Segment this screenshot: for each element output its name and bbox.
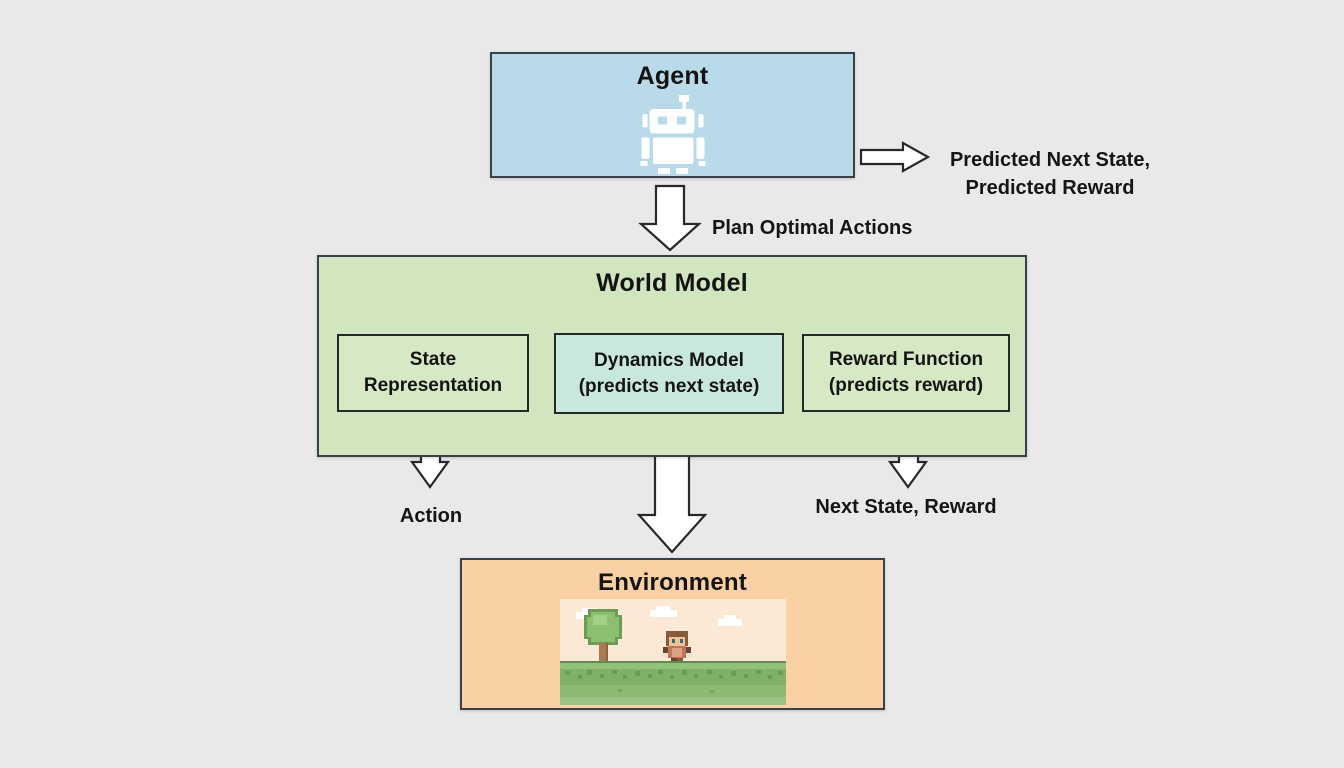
world-model-title: World Model [596,269,748,297]
dynamics-model-box: Dynamics Model (predicts next state) [554,333,784,414]
plan-optimal-actions-label: Plan Optimal Actions [712,217,913,239]
predicted-label-line1: Predicted Next State, [949,149,1151,171]
reward-function-label-line1: Reward Function [828,349,984,370]
state-representation-label-line1: State [409,349,457,370]
environment-title: Environment [598,569,747,596]
world-model-box: World Model State Representation Dynamic… [317,255,1027,457]
agent-title: Agent [636,62,709,90]
arrow-agent-to-world-model [638,184,702,252]
reward-function-box: Reward Function (predicts reward) [802,334,1010,412]
dynamics-model-label-line2: (predicts next state) [578,375,760,397]
agent-box: Agent [490,52,855,178]
state-representation-label-line2: Representation [363,375,503,396]
grass-ground [559,661,786,705]
arrow-agent-to-predicted [859,141,931,173]
predicted-label-line2: Predicted Reward [965,177,1135,199]
predicted-output-label: Predicted Next State, Predicted Reward [935,146,1165,202]
action-label: Action [399,505,463,527]
pixel-platformer-scene [559,599,786,705]
robot-icon [640,95,705,174]
dynamics-model-label-line1: Dynamics Model [594,349,744,371]
environment-box: Environment [460,558,885,710]
reward-function-label-line2: (predicts reward) [828,375,984,396]
tree-icon [583,609,622,662]
state-representation-box: State Representation [337,334,529,412]
next-state-reward-label: Next State, Reward [815,496,997,518]
